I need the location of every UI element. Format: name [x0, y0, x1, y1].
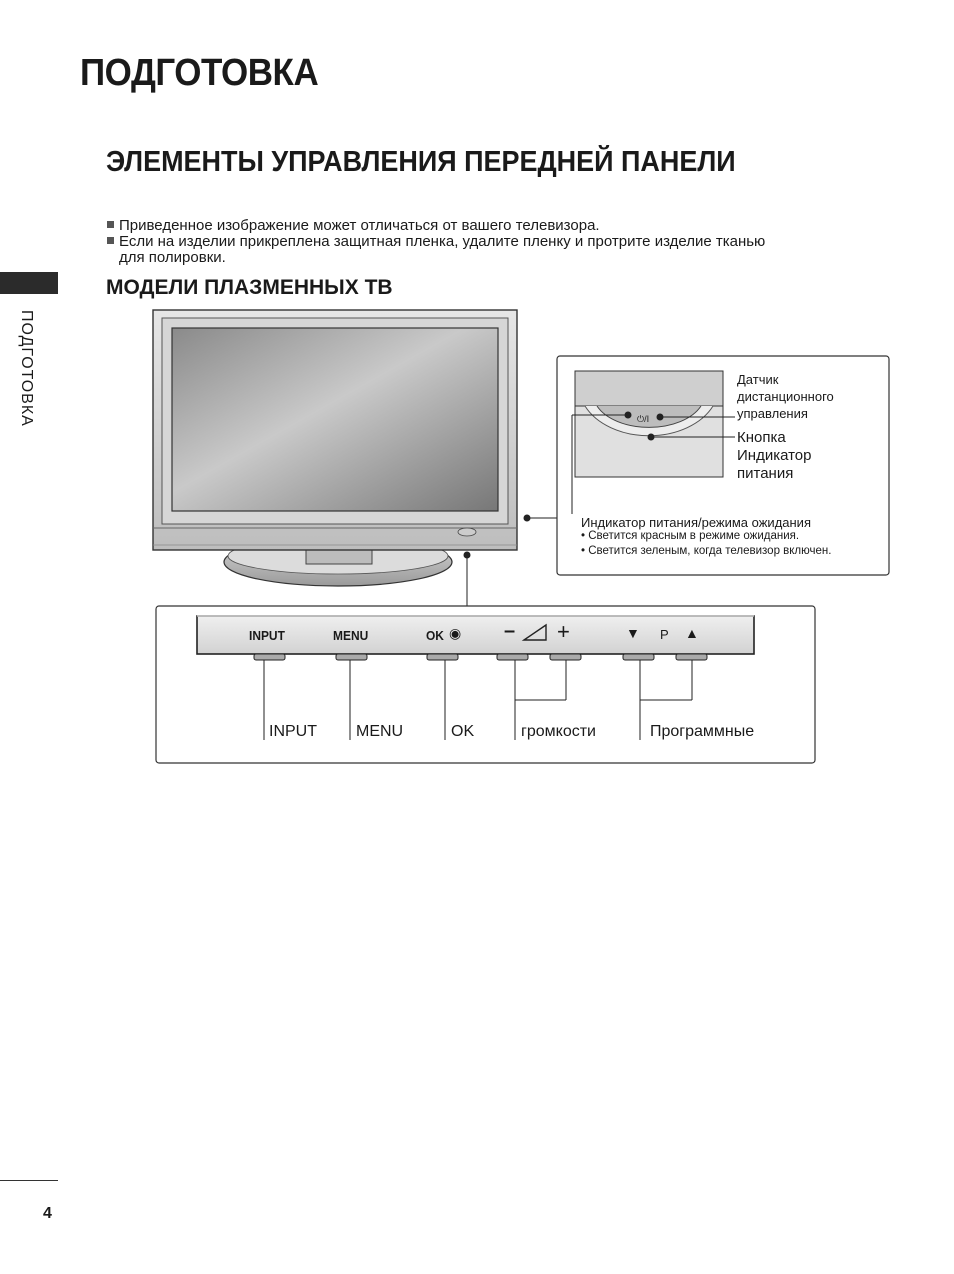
bullet-icon	[107, 221, 114, 228]
page-rule	[0, 1180, 58, 1181]
bullet-icon	[107, 237, 114, 244]
ok-circle-icon: ◉	[449, 625, 462, 641]
indicator-title: Индикатор питания/режима ожидания	[581, 515, 811, 530]
channel-p-text: P	[660, 627, 669, 642]
label-ok: OK	[451, 723, 475, 740]
section-title: ЭЛЕМЕНТЫ УПРАВЛЕНИЯ ПЕРЕДНЕЙ ПАНЕЛИ	[106, 146, 736, 178]
channel-up-icon: ▲	[685, 625, 699, 641]
label-input: INPUT	[269, 723, 317, 740]
panel-ok-text: OK	[426, 628, 444, 643]
note-text: Приведенное изображение может отличаться…	[119, 217, 600, 234]
power-label-line: Индикатор	[737, 447, 812, 464]
power-symbol-text: ⏻/I	[637, 414, 649, 424]
power-label-line: питания	[737, 465, 794, 482]
note-item: Приведенное изображение может отличаться…	[107, 218, 600, 234]
remote-sensor-label: Датчик дистанционного управления	[737, 371, 834, 422]
page-title: ПОДГОТОВКА	[80, 52, 319, 94]
channel-down-icon: ▼	[626, 625, 640, 641]
panel-menu-text: MENU	[333, 628, 369, 643]
remote-sensor-line: дистанционного	[737, 389, 834, 404]
note-text: Если на изделии прикреплена защитная пле…	[119, 233, 766, 250]
page-number: 4	[43, 1205, 52, 1222]
chapter-tab	[0, 272, 58, 294]
volume-plus-icon: +	[557, 619, 570, 644]
tv-body	[152, 309, 518, 551]
note-item: Если на изделии прикреплена защитная пле…	[107, 234, 765, 250]
sensor-detail-box: ⏻/I	[556, 355, 890, 576]
label-menu: MENU	[356, 723, 404, 740]
indicator-green-note: • Светится зеленым, когда телевизор вклю…	[581, 545, 832, 557]
power-label-line: Кнопка	[737, 429, 786, 446]
panel-input-text: INPUT	[249, 628, 285, 643]
note-text-continued: для полировки.	[119, 249, 226, 266]
indicator-red-note: • Светится красным в режиме ожидания.	[581, 530, 800, 542]
label-volume: громкости	[521, 723, 596, 740]
remote-sensor-line: управления	[737, 406, 808, 421]
volume-minus-icon: –	[504, 620, 516, 642]
label-programme: Программные	[650, 723, 755, 740]
subsection-title: МОДЕЛИ ПЛАЗМЕННЫХ ТВ	[106, 276, 393, 299]
remote-sensor-line: Датчик	[737, 372, 779, 387]
power-button-label: Кнопка Индикатор питания	[737, 429, 812, 483]
button-panel-box	[155, 605, 816, 764]
